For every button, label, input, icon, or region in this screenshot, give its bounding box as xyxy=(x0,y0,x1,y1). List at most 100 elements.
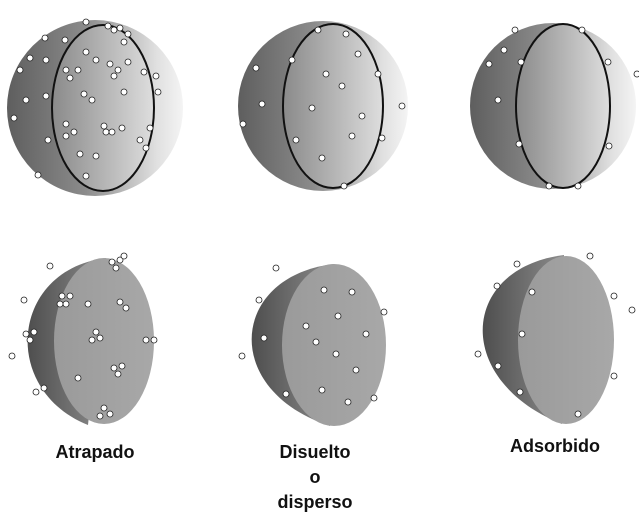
particle-dot xyxy=(575,183,581,189)
particle-dot xyxy=(512,27,518,33)
particle-dot xyxy=(143,337,149,343)
label-adsorbed: Adsorbido xyxy=(480,434,630,459)
particle-dot xyxy=(11,115,17,121)
particle-dot xyxy=(43,93,49,99)
particle-dot xyxy=(33,389,39,395)
particle-dot xyxy=(115,371,121,377)
particle-dot xyxy=(514,261,520,267)
particle-dot xyxy=(355,51,361,57)
particle-dot xyxy=(335,313,341,319)
particle-dot xyxy=(89,337,95,343)
particle-dot xyxy=(97,335,103,341)
particle-dot xyxy=(629,307,635,313)
particle-dot xyxy=(125,31,131,37)
particle-dot xyxy=(240,121,246,127)
particle-dot xyxy=(239,353,245,359)
particle-dot xyxy=(83,173,89,179)
particle-dot xyxy=(17,67,23,73)
particle-dot xyxy=(349,133,355,139)
particle-dot xyxy=(501,47,507,53)
particle-dot xyxy=(123,305,129,311)
sphere-trapped xyxy=(7,19,183,196)
particle-dot xyxy=(486,61,492,67)
particle-dot xyxy=(293,137,299,143)
particle-dot xyxy=(379,135,385,141)
particle-dot xyxy=(63,133,69,139)
particle-dot xyxy=(341,183,347,189)
particle-dot xyxy=(23,97,29,103)
particle-dot xyxy=(119,363,125,369)
hemisphere-trapped xyxy=(9,253,157,425)
particle-dot xyxy=(575,411,581,417)
particle-dot xyxy=(517,389,523,395)
particle-dot xyxy=(143,145,149,151)
particle-dot xyxy=(605,59,611,65)
particle-dot xyxy=(353,367,359,373)
particle-dot xyxy=(115,67,121,73)
particle-dot xyxy=(371,395,377,401)
particle-dot xyxy=(381,309,387,315)
particle-dot xyxy=(343,31,349,37)
particle-dot xyxy=(495,363,501,369)
particle-dot xyxy=(107,61,113,67)
particle-dot xyxy=(67,75,73,81)
particle-dot xyxy=(587,253,593,259)
particle-dot xyxy=(137,137,143,143)
particle-dot xyxy=(475,351,481,357)
particle-dot xyxy=(518,59,524,65)
particle-dot xyxy=(35,172,41,178)
sphere-dissolved xyxy=(238,21,408,191)
label-dissolved-line1: Disuelto xyxy=(240,440,390,465)
particle-dot xyxy=(141,69,147,75)
particle-dot xyxy=(9,353,15,359)
particle-dot xyxy=(111,73,117,79)
particle-dot xyxy=(109,259,115,265)
particle-dot xyxy=(89,97,95,103)
particle-dot xyxy=(256,297,262,303)
particle-dot xyxy=(63,121,69,127)
particle-dot xyxy=(21,297,27,303)
particle-dot xyxy=(117,25,123,31)
particle-dot xyxy=(77,151,83,157)
hemisphere-adsorbed xyxy=(475,253,635,424)
particle-dot xyxy=(359,113,365,119)
particle-dot xyxy=(63,301,69,307)
particle-dot xyxy=(75,375,81,381)
particle-dot xyxy=(71,129,77,135)
particle-dot xyxy=(41,385,47,391)
particle-dot xyxy=(105,23,111,29)
particle-dot xyxy=(319,155,325,161)
particle-dot xyxy=(45,137,51,143)
particle-dot xyxy=(155,89,161,95)
particle-dot xyxy=(103,129,109,135)
particle-dot xyxy=(529,289,535,295)
particle-dot xyxy=(101,123,107,129)
particle-dot xyxy=(634,71,639,77)
particle-dot xyxy=(273,265,279,271)
particle-dot xyxy=(117,299,123,305)
particle-dot xyxy=(375,71,381,77)
label-dissolved-line3: disperso xyxy=(240,490,390,515)
particle-dot xyxy=(121,89,127,95)
particle-dot xyxy=(83,49,89,55)
particle-dot xyxy=(93,57,99,63)
particle-dot xyxy=(546,183,552,189)
particle-dot xyxy=(303,323,309,329)
particle-dot xyxy=(93,329,99,335)
particle-dot xyxy=(313,339,319,345)
label-dissolved: Disuelto o disperso xyxy=(240,440,390,515)
particle-dot xyxy=(315,27,321,33)
particle-dot xyxy=(495,97,501,103)
particle-dot xyxy=(57,301,63,307)
particle-dot xyxy=(43,57,49,63)
particle-dot xyxy=(85,301,91,307)
particle-dot xyxy=(606,143,612,149)
sphere-adsorbed xyxy=(470,23,639,189)
hemisphere-dissolved xyxy=(239,264,387,426)
particle-dot xyxy=(121,39,127,45)
particle-dot xyxy=(109,129,115,135)
label-adsorbed-text: Adsorbido xyxy=(480,434,630,459)
particle-dot xyxy=(42,35,48,41)
particle-dot xyxy=(339,83,345,89)
particle-dot xyxy=(363,331,369,337)
